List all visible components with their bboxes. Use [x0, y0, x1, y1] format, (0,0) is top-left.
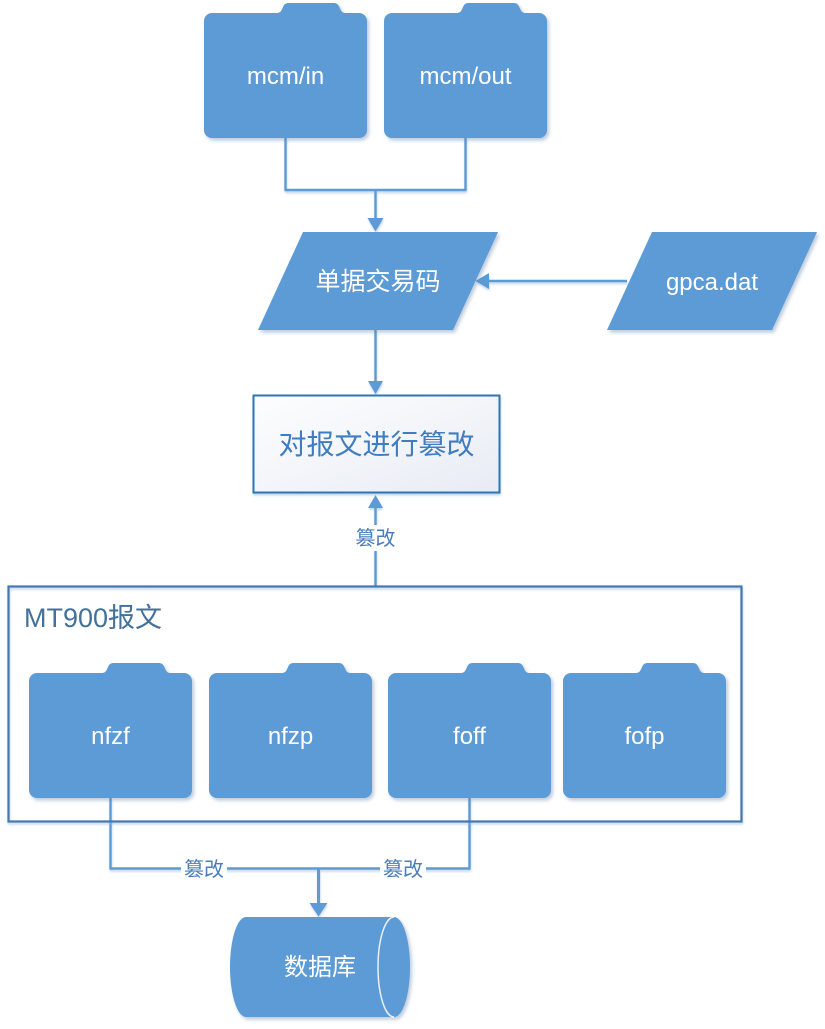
- arrowhead-into-code-right: [475, 273, 489, 289]
- cylinder-shape: [230, 917, 410, 1017]
- parallelogram-label: gpca.dat: [666, 269, 758, 296]
- database-label: 数据库: [284, 954, 356, 981]
- edge-label-tamper-mid: 篡改: [356, 527, 396, 550]
- group-mt900: MT900报文 nfzf nfzp foff fofp: [7, 585, 743, 823]
- folder-fofp: fofp: [563, 663, 726, 798]
- folder-label: mcm/out: [419, 63, 511, 90]
- folder-mcm-out: mcm/out: [384, 3, 547, 138]
- arrowhead-up-into-process: [368, 495, 383, 508]
- cylinder-seam: [377, 916, 395, 1018]
- group-title: MT900报文: [24, 603, 162, 633]
- group-border: [7, 585, 743, 823]
- parallelogram-shape: [607, 232, 817, 330]
- process-rect: [252, 394, 501, 494]
- edge-label-tamper-right: 篡改: [383, 858, 423, 881]
- folder-label: fofp: [624, 723, 664, 750]
- folder-nfzf: nfzf: [29, 663, 192, 798]
- folder-label: nfzp: [268, 723, 313, 750]
- arrowhead-into-database: [309, 903, 328, 917]
- parallelogram-label: 单据交易码: [315, 268, 440, 296]
- process-label: 对报文进行篡改: [278, 429, 474, 460]
- edge-label-tamper-left: 篡改: [184, 858, 224, 881]
- edge-label-bg-left: [181, 856, 227, 882]
- database-cylinder: 数据库: [230, 916, 410, 1018]
- parallelogram-gpca-dat: gpca.dat: [607, 232, 817, 330]
- arrowhead-into-process: [368, 381, 383, 394]
- folder-mcm-in: mcm/in: [204, 3, 367, 138]
- parallelogram-shape: [258, 232, 498, 330]
- edge-label-bg-mid: [353, 525, 398, 551]
- folder-label: mcm/in: [247, 63, 324, 90]
- parallelogram-transaction-code: 单据交易码: [258, 232, 498, 330]
- folder-label: nfzf: [91, 723, 130, 750]
- process-box-tamper-message: 对报文进行篡改: [252, 394, 501, 494]
- folder-label: foff: [453, 723, 486, 750]
- edge-label-bg-right: [380, 856, 426, 882]
- folder-foff: foff: [388, 663, 551, 798]
- arrowhead-into-code: [367, 218, 384, 232]
- folder-nfzp: nfzp: [209, 663, 372, 798]
